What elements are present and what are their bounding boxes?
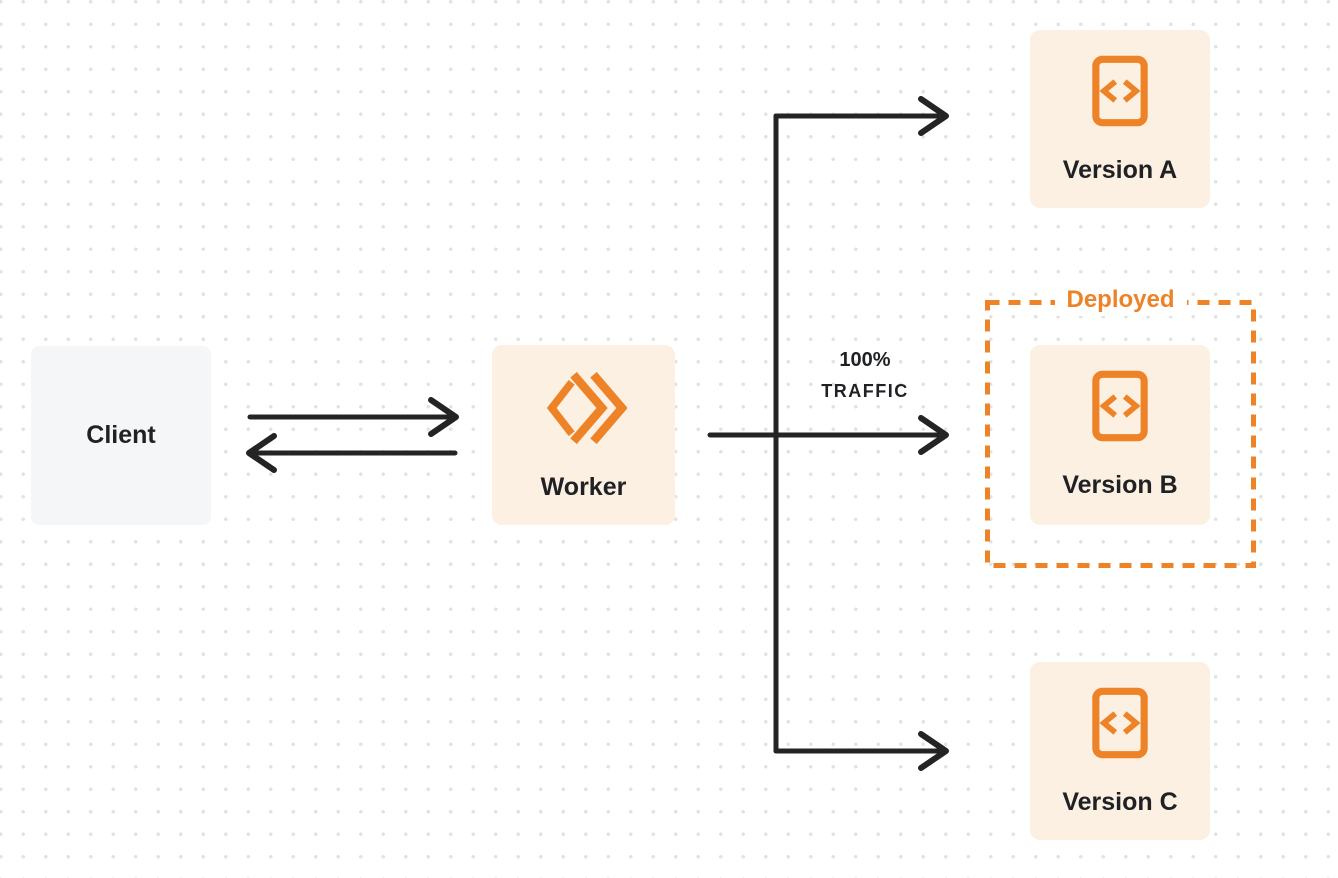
version-c-label: Version C xyxy=(1062,788,1178,816)
worker-label: Worker xyxy=(540,473,627,501)
version-c-node: Version C xyxy=(1030,662,1210,840)
code-file-icon xyxy=(1091,687,1149,759)
edge-worker-to-version-c xyxy=(773,731,949,771)
version-a-label: Version A xyxy=(1062,156,1178,184)
deployed-region: Deployed xyxy=(985,284,1256,568)
traffic-percent: 100% xyxy=(839,349,891,371)
worker-node: Worker xyxy=(492,345,675,525)
traffic-annotation: 100% TRAFFIC xyxy=(779,349,951,402)
version-a-node: Version A xyxy=(1030,30,1210,208)
edge-client-to-worker xyxy=(247,397,459,437)
traffic-word: TRAFFIC xyxy=(821,381,909,401)
edge-worker-to-client xyxy=(246,433,458,473)
code-file-icon xyxy=(1091,370,1149,442)
deployed-label: Deployed xyxy=(1054,284,1187,316)
client-label: Client xyxy=(86,421,156,449)
workers-logo-icon xyxy=(541,370,628,446)
edge-worker-to-version-a xyxy=(773,96,949,136)
client-node: Client xyxy=(31,346,211,525)
version-b-node: Version B xyxy=(1030,345,1210,525)
code-file-icon xyxy=(1091,55,1149,127)
edge-worker-to-version-b xyxy=(707,415,949,455)
version-b-label: Version B xyxy=(1062,471,1178,499)
